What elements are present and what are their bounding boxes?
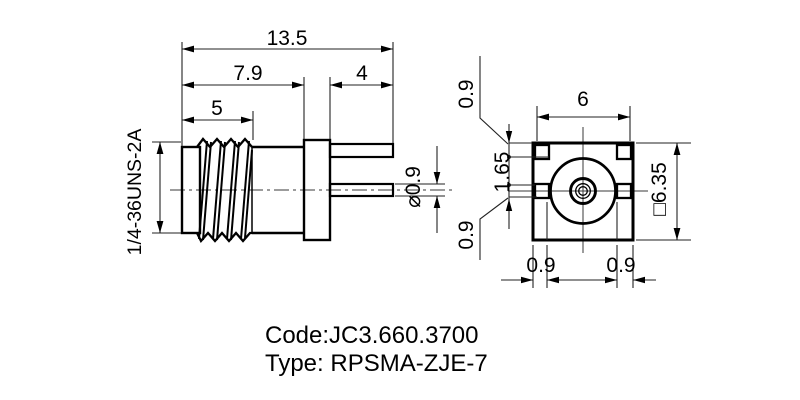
- arrowhead: [605, 276, 617, 284]
- arrowhead: [156, 221, 164, 233]
- arrowhead: [156, 142, 164, 154]
- arrowhead: [505, 199, 513, 211]
- dim-label-13-5: 13.5: [267, 27, 308, 50]
- arrowhead: [537, 113, 549, 121]
- corner-pin-top-left: [533, 143, 551, 161]
- flange-front-square: [531, 141, 635, 242]
- arrowhead: [433, 196, 441, 208]
- front-view: 6 □6.35 0.9 1.65 0.9 0.9 0.9: [455, 56, 691, 288]
- dim-label-7-9: 7.9: [233, 62, 262, 85]
- leader-side-pin: [479, 197, 509, 260]
- arrowhead: [241, 116, 253, 124]
- center-pin-side: [328, 182, 395, 198]
- arrowhead: [433, 172, 441, 184]
- side-pin-left: [533, 182, 551, 200]
- arrowhead: [633, 276, 645, 284]
- side-view: 13.5 7.9 4 5 1/4-36UNS-2A ⌀0.9: [124, 27, 452, 255]
- thread-crest-bottom: [195, 231, 252, 244]
- dim-label-bottom-left: 0.9: [526, 254, 555, 277]
- ground-pin-side: [328, 142, 395, 159]
- side-view-part-outline: [180, 137, 395, 244]
- dim-label-5: 5: [211, 97, 223, 120]
- side-pin-right: [615, 182, 633, 200]
- center-socket-circle: [578, 186, 588, 196]
- arrowhead: [292, 81, 304, 89]
- arrowhead: [182, 45, 194, 53]
- dim-label-corner-pin: 0.9: [455, 79, 478, 108]
- arrowhead: [330, 81, 342, 89]
- arrowhead: [182, 81, 194, 89]
- dim-label-6: 6: [577, 88, 589, 111]
- leader-corner-pin: [479, 56, 509, 145]
- dim-label-bottom-right: 0.9: [606, 254, 635, 277]
- arrowhead: [673, 143, 681, 155]
- arrowhead: [521, 276, 533, 284]
- dim-label-side-pin: 0.9: [455, 220, 478, 249]
- thread-helix-lines: [198, 140, 253, 241]
- arrowhead: [673, 228, 681, 240]
- contact-bore-circle: [575, 183, 591, 199]
- arrowhead: [381, 81, 393, 89]
- dim-label-pin-diameter: ⌀0.9: [402, 166, 425, 208]
- title-block: Code:JC3.660.3700 Type: RPSMA-ZJE-7: [265, 322, 488, 377]
- arrowhead: [618, 113, 630, 121]
- arrowhead: [182, 116, 194, 124]
- part-type-text: Type: RPSMA-ZJE-7: [265, 350, 488, 377]
- part-code-text: Code:JC3.660.3700: [265, 322, 479, 349]
- insulator-circle: [549, 157, 617, 225]
- thread-spec-label: 1/4-36UNS-2A: [124, 129, 146, 256]
- front-view-part-outline: [531, 141, 635, 242]
- side-view-dimensions: [152, 42, 445, 234]
- dim-label-pin-gap: 1.65: [491, 152, 514, 193]
- corner-pin-top-right: [615, 143, 633, 161]
- arrowhead: [505, 131, 513, 143]
- arrowhead: [547, 276, 559, 284]
- front-view-dimensions: [479, 56, 691, 288]
- dim-label-square-635: □6.35: [648, 162, 671, 216]
- dim-label-4: 4: [356, 62, 368, 85]
- connector-end-cap: [180, 145, 202, 235]
- contact-ring: [569, 177, 597, 205]
- arrowhead: [381, 45, 393, 53]
